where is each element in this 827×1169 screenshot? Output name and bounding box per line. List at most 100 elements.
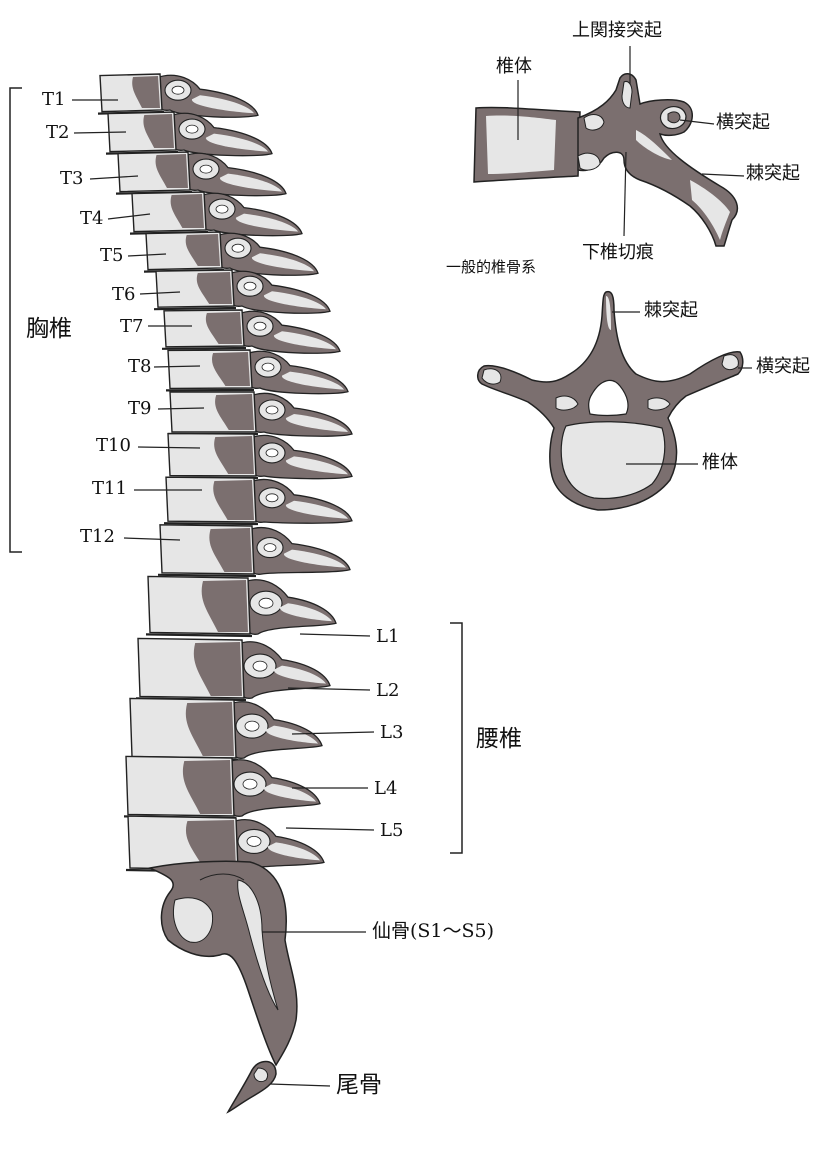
vertebral-body-shade [185, 702, 234, 756]
vertebral-body-shade [209, 528, 252, 572]
foramen [265, 493, 279, 503]
label-leader [299, 633, 371, 637]
label-t11: T11 [92, 478, 127, 499]
vertebra [123, 755, 321, 820]
label-l2: L2 [376, 680, 400, 701]
label-t7: T7 [120, 316, 144, 337]
spinous-process-highlight [281, 371, 344, 390]
intervertebral-disc [157, 573, 257, 578]
foramen [261, 362, 275, 372]
superior-transverse-process-label: 横突起 [756, 356, 810, 377]
vertebra [97, 73, 259, 118]
foramen [252, 660, 268, 672]
label-l4: L4 [374, 778, 398, 799]
spinous-process-highlight [235, 213, 298, 232]
intervertebral-disc [161, 346, 247, 350]
vertebral-body-shade [132, 76, 160, 108]
label-t1: T1 [42, 89, 66, 110]
vertebra [127, 697, 323, 762]
superior-vertebra-view [477, 290, 744, 511]
sacrum-label: 仙骨(S1～S5) [372, 920, 495, 942]
vertebra [143, 231, 319, 276]
spinous-process-highlight [285, 500, 348, 519]
foramen [231, 243, 245, 253]
superior-articular-process-label: 上関接突起 [572, 20, 662, 41]
foramen [265, 405, 279, 415]
vertebra [161, 309, 341, 354]
vertebral-body-shade [185, 820, 236, 868]
spinous-process-highlight [265, 725, 318, 744]
intervertebral-disc [153, 306, 237, 311]
vertebra [168, 391, 353, 437]
label-t8: T8 [128, 356, 152, 377]
vertebra [165, 349, 349, 395]
spinous-process-highlight [205, 133, 268, 152]
label-leader [127, 253, 167, 257]
foramen [242, 778, 258, 790]
thoracic-region-label: 胸椎 [26, 316, 72, 342]
intervertebral-disc [163, 522, 259, 526]
superior-spinous-process-label: 棘突起 [644, 300, 698, 321]
label-t6: T6 [112, 284, 136, 305]
spinous-process-highlight [263, 291, 326, 310]
spinous-process-highlight [285, 414, 348, 432]
label-l3: L3 [380, 722, 404, 743]
lumbar-region-label: 腰椎 [476, 726, 522, 752]
thoracic-bracket [9, 87, 22, 553]
coccyx-shape [226, 1060, 277, 1114]
foramen [215, 204, 229, 214]
lumbar-bracket [450, 622, 463, 854]
vertebral-body-shade [205, 312, 242, 344]
sacrum-shape [147, 860, 298, 1067]
label-leader [153, 365, 201, 368]
transverse-leader-lateral [679, 119, 715, 125]
label-l5: L5 [380, 820, 404, 841]
vertebral-body-shade [213, 480, 254, 520]
spinous-process-highlight [191, 95, 254, 114]
leader-lines [72, 99, 375, 831]
label-leader [73, 131, 127, 134]
vertebral-body-shade [155, 154, 188, 188]
vertebra [157, 524, 351, 578]
coccyx-label: 尾骨 [336, 1072, 382, 1098]
vertebra [135, 637, 331, 702]
foramen [199, 164, 213, 174]
vertebra [115, 151, 287, 197]
spinous-process-highlight [267, 842, 320, 861]
vertebral-body-shade [182, 760, 232, 814]
label-leader [139, 291, 181, 295]
vertebral-body-shade [143, 114, 174, 148]
spinous-process-highlight [251, 253, 314, 272]
spinous-process-highlight [263, 783, 316, 802]
superior-body-label: 椎体 [702, 452, 738, 473]
label-t5: T5 [100, 245, 124, 266]
coccyx-leader [269, 1083, 331, 1087]
vertebral-body-shade [170, 194, 204, 228]
label-leader [107, 213, 151, 220]
foramen [265, 448, 279, 458]
vertebral-body-shade [215, 394, 254, 430]
vertebra [153, 269, 331, 314]
vertebra [163, 476, 353, 526]
foramen [171, 85, 185, 95]
vertebral-body-shade [185, 234, 220, 266]
vertebra [145, 575, 337, 638]
vertebral-body-shade [201, 580, 248, 632]
foramen [185, 124, 199, 134]
vertebra [129, 191, 303, 237]
label-leader [123, 537, 181, 541]
caption-label: 一般的椎骨系 [446, 258, 537, 276]
vertebra [165, 432, 353, 480]
lateral-spinous-process-label: 棘突起 [746, 163, 800, 184]
lateral-body-label: 椎体 [496, 56, 532, 77]
vertebral-body-shade [214, 436, 254, 474]
label-t4: T4 [80, 208, 104, 229]
vertebra [125, 815, 325, 874]
label-leader [157, 407, 205, 410]
label-t3: T3 [60, 168, 84, 189]
spinous-process-highlight [273, 331, 336, 350]
spinous-process-highlight [273, 665, 326, 684]
spinous-process-highlight [279, 603, 332, 622]
